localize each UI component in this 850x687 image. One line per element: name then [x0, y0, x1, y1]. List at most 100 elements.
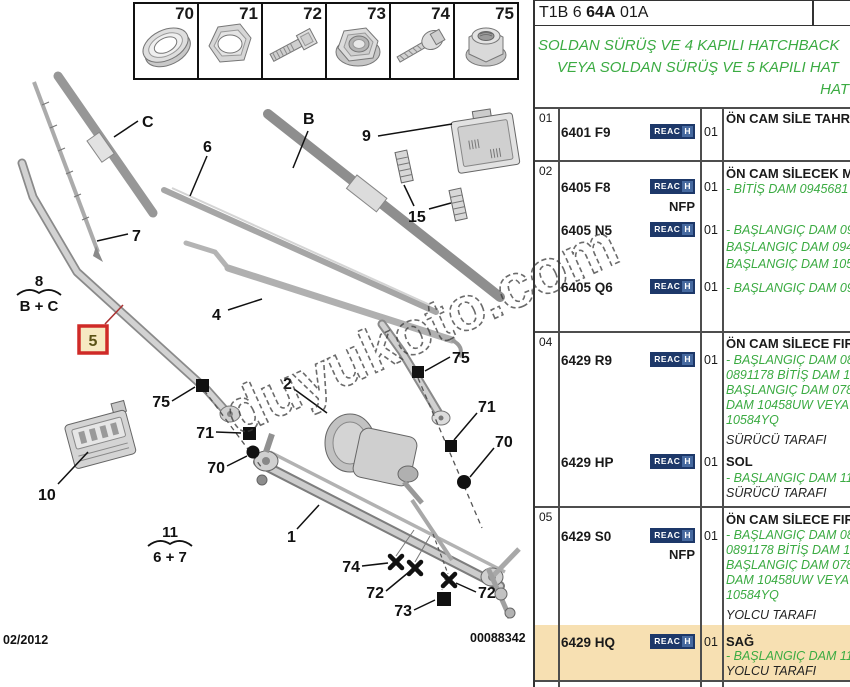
hex-bolt-icon	[269, 27, 318, 62]
column-divider	[722, 682, 724, 687]
part-reference[interactable]: 6429 HQ	[561, 635, 616, 650]
fastener-cell-72: 72	[261, 2, 327, 80]
column-divider	[700, 508, 702, 680]
fastener-number: 70	[175, 4, 194, 23]
column-divider	[558, 109, 560, 160]
row-number: 04	[539, 335, 553, 349]
part-reference[interactable]: 6405 F8	[561, 180, 611, 195]
label-bottom-72b: 72	[478, 585, 496, 602]
applicability-text: 10584YQ	[726, 588, 779, 602]
right-marker-group: 75 71 70	[412, 350, 513, 529]
part-reference[interactable]: 6429 R9	[561, 353, 613, 368]
label-blade-4: 4	[212, 307, 221, 324]
position-label: SOL	[726, 454, 753, 469]
applicability-text: 10584YQ	[726, 413, 779, 427]
part-description-title: ÖN CAM SİLECEK MO	[726, 166, 850, 181]
fraction-11-den: 6 + 7	[153, 549, 187, 566]
fastener-cell-74: 74	[389, 2, 455, 80]
fastener-cell-70: 70	[133, 2, 199, 80]
fastener-cell-71: 71	[197, 2, 263, 80]
applicability-text: - BAŞLANGIÇ DAM 09	[726, 281, 850, 295]
linkage-frame-1: 1	[253, 433, 521, 620]
applicability-text: BAŞLANGIÇ DAM 094	[726, 240, 850, 254]
label-right-70: 70	[495, 434, 513, 451]
hex-nut-icon	[208, 23, 252, 63]
part-description-title: ÖN CAM SİLECE FIRÇ	[726, 336, 850, 351]
reach-badge-text: REAC	[654, 530, 681, 540]
label-left-71: 71	[196, 425, 214, 442]
control-module-9	[450, 108, 521, 174]
side-note: YOLCU TARAFI	[726, 664, 817, 678]
side-note: SÜRÜCÜ TARAFI	[726, 486, 827, 500]
applicability-text: DAM 10458UW VEYA	[726, 398, 849, 412]
label-blade-c: C	[142, 114, 154, 131]
reach-badge-text: REAC	[654, 281, 681, 291]
connector-10: 10	[38, 399, 137, 504]
label-left-70: 70	[207, 460, 225, 477]
wiper-blade-b: B	[263, 109, 505, 302]
column-divider	[722, 333, 724, 506]
applicability-text: DAM 10458UW VEYA	[726, 573, 849, 587]
reach-badge-h: H	[682, 456, 693, 467]
column-divider	[558, 682, 560, 687]
part-reference[interactable]: 6405 N5	[561, 223, 613, 238]
part-reference[interactable]: 6405 Q6	[561, 280, 613, 295]
column-divider	[722, 109, 724, 160]
fraction-8-bc: 8 B + C	[16, 273, 62, 315]
label-arm-5: 5	[89, 333, 98, 350]
reach-badge-text: REAC	[654, 126, 681, 136]
part-reference[interactable]: 6429 HP	[561, 455, 614, 470]
fastener-number: 73	[367, 4, 386, 23]
diagram-area: 70 71 72	[3, 2, 526, 647]
applicability-note: SOLDAN SÜRÜŞ VE 4 KAPILI HATCHBACK VEYA …	[535, 26, 850, 107]
wiper-motor-2: 2	[283, 376, 424, 505]
part-qty: 01	[704, 125, 718, 139]
part-qty: 01	[704, 455, 718, 469]
column-divider	[722, 508, 724, 680]
flanged-lock-nut-icon	[465, 27, 507, 67]
label-motor-2: 2	[283, 376, 292, 393]
fastener-number: 72	[303, 4, 322, 23]
row-number: 01	[539, 111, 553, 125]
label-refill-7: 7	[132, 228, 141, 245]
diagram-art: C 7 5	[3, 71, 526, 647]
diagram-date: 02/2012	[3, 633, 48, 647]
position-label: SAĞ	[726, 634, 755, 649]
part-reference[interactable]: 6401 F9	[561, 125, 611, 140]
header-divider	[812, 1, 814, 25]
row-number: 02	[539, 164, 553, 178]
catalog-code-row: T1B 6 64A 01A	[535, 0, 850, 26]
applicability-text: BAŞLANGIÇ DAM 078	[726, 383, 850, 397]
reach-badge-h: H	[682, 281, 693, 292]
reach-badge-text: REAC	[654, 224, 681, 234]
label-connector-10: 10	[38, 487, 56, 504]
fastener-number: 74	[431, 4, 450, 23]
part-qty: 01	[704, 223, 718, 237]
fraction-11-num: 11	[162, 524, 178, 541]
flanged-nut-icon	[335, 27, 381, 67]
label-blade-b: B	[303, 111, 315, 128]
fastener-number: 75	[495, 4, 514, 23]
reach-badge-text: REAC	[654, 181, 681, 191]
column-divider	[722, 162, 724, 331]
reach-badge-h: H	[682, 354, 693, 365]
part-reference[interactable]: 6429 S0	[561, 529, 612, 544]
wiper-arm-5: 5	[17, 158, 241, 423]
